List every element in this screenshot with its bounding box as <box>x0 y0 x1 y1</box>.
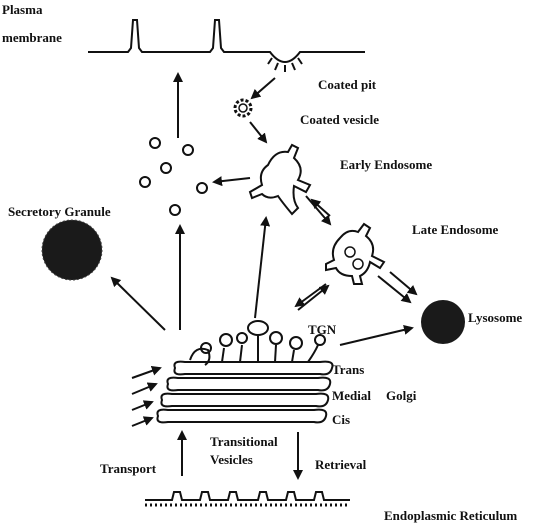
arrow-golgi-to-granule <box>112 278 165 330</box>
label-coated-pit: Coated pit <box>318 77 376 92</box>
arrow-golgi-to-late <box>298 286 328 310</box>
arrow-golgi-to-lysosome <box>340 328 412 345</box>
early-endosome <box>250 145 310 214</box>
label-plasma: Plasma <box>2 2 42 17</box>
label-er: Endoplasmic Reticulum <box>384 508 517 523</box>
arrow-golgi-to-early <box>255 218 266 318</box>
late-endosome <box>326 224 384 284</box>
label-early-endosome: Early Endosome <box>340 157 432 172</box>
label-lysosome: Lysosome <box>468 310 522 325</box>
label-medial: Medial <box>332 388 371 403</box>
arrow-late-to-lysosome-1 <box>378 276 410 302</box>
label-golgi: Golgi <box>386 388 416 403</box>
golgi-tgn <box>190 321 325 365</box>
endoplasmic-reticulum <box>145 492 350 505</box>
label-secretory-granule: Secretory Granule <box>8 204 111 219</box>
lysosome <box>421 300 465 344</box>
golgi-stack <box>157 362 332 423</box>
label-trans: Trans <box>332 362 364 377</box>
label-tgn: TGN <box>308 322 336 337</box>
label-transitional: Transitional <box>210 434 278 449</box>
arrow-vesicle-to-early <box>250 122 266 142</box>
label-cis: Cis <box>332 412 350 427</box>
label-vesicles: Vesicles <box>210 452 253 467</box>
label-transport: Transport <box>100 461 156 476</box>
arrow-early-to-vesicles <box>214 178 250 182</box>
label-coated-vesicle: Coated vesicle <box>300 112 379 127</box>
arrow-late-to-golgi <box>296 284 326 306</box>
label-retrieval: Retrieval <box>315 457 366 472</box>
secretory-granule <box>42 220 102 280</box>
coated-vesicle <box>235 100 251 116</box>
label-late-endosome: Late Endosome <box>412 222 498 237</box>
coated-pit <box>268 58 302 72</box>
arrow-early-to-late <box>306 196 330 224</box>
label-membrane: membrane <box>2 30 62 45</box>
arrow-pit-to-vesicle <box>252 78 275 98</box>
arrow-late-to-lysosome-2 <box>390 272 416 294</box>
secretory-vesicles <box>140 138 207 215</box>
plasma-membrane <box>88 20 365 62</box>
